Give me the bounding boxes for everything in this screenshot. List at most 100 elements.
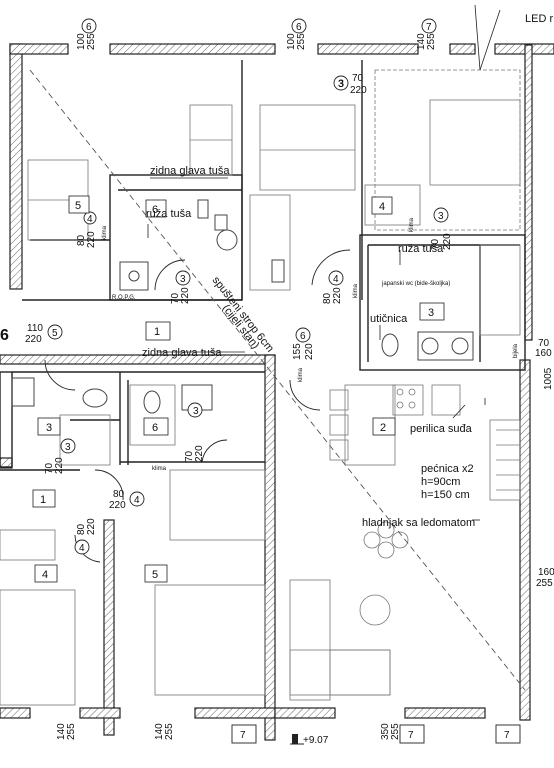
door-5-type: 5 xyxy=(52,328,58,339)
h90-label: h=90cm xyxy=(421,476,460,488)
door-3c-w: 70 xyxy=(430,238,441,250)
room-1-left: 1 xyxy=(40,494,46,506)
right-w: 160 xyxy=(538,567,554,578)
room-3-bath: 3 xyxy=(428,307,434,319)
door-4d-h: 220 xyxy=(86,518,97,535)
door-4a-h: 220 xyxy=(86,231,97,248)
room-6-top: 6 xyxy=(152,204,158,216)
opening-top2-height: 255 xyxy=(296,33,307,50)
door-70-h: 160 xyxy=(535,348,552,359)
d3-type: 3 xyxy=(338,79,344,90)
bottom-type-c: 7 xyxy=(408,730,414,741)
door-3e-type: 3 xyxy=(65,442,71,453)
opening-top2-width: 100 xyxy=(286,33,297,50)
door-4b-w: 80 xyxy=(322,292,333,304)
level-label: +9.07 xyxy=(303,735,329,746)
leaders xyxy=(147,4,501,521)
zidna-glava-label-2: zidna glava tuša xyxy=(142,347,222,359)
right-edge-num: 1005 xyxy=(543,367,554,390)
opening-top3-type: 7 xyxy=(426,22,432,33)
uticnica-label: utičnica xyxy=(370,313,408,325)
door-4c-w: 80 xyxy=(113,489,125,500)
bottom-door-boxes xyxy=(231,724,521,744)
room-5-left: 5 xyxy=(152,569,158,581)
door-4d-type: 4 xyxy=(79,543,85,554)
door-4a-w: 80 xyxy=(76,234,87,246)
room-6-bath: 6 xyxy=(152,422,158,434)
kitchen-counter xyxy=(496,429,520,491)
furniture xyxy=(0,69,521,706)
bot3-w: 350 xyxy=(380,723,391,740)
bijela-label: bijela xyxy=(513,343,519,358)
d3-h: 220 xyxy=(350,85,367,96)
room-3-top: 3 xyxy=(338,78,344,90)
door-3d-type: 3 xyxy=(193,406,199,417)
door-3d-h: 220 xyxy=(194,445,205,462)
zidna-glava-label-1: zidna glava tuša xyxy=(150,165,230,177)
door-6-w: 155 xyxy=(292,343,303,360)
door-4c-h: 220 xyxy=(109,500,126,511)
bot3-h: 255 xyxy=(390,723,401,740)
opening-top1-width: 100 xyxy=(76,33,87,50)
klima-1: klima xyxy=(102,225,108,240)
bathroom-fixtures xyxy=(11,199,474,414)
klima-3: klima xyxy=(353,283,359,298)
door-3c-h: 220 xyxy=(442,233,453,250)
door-3b-type: 3 xyxy=(180,274,186,285)
door-5-w: 110 xyxy=(27,323,43,334)
door-6-h: 220 xyxy=(304,343,315,360)
door-4b-type: 4 xyxy=(333,274,339,285)
door-3e-h: 220 xyxy=(54,457,65,474)
door-3b-h: 220 xyxy=(180,287,191,304)
opening-top1-height: 255 xyxy=(86,33,97,50)
d3-w: 70 xyxy=(352,73,364,84)
room-1-hall: 1 xyxy=(154,326,160,338)
room-number-boxes xyxy=(32,195,445,583)
top-right-note: LED r xyxy=(525,13,553,25)
klima-2: klima xyxy=(409,217,415,232)
spusteni-label: spušteni strop 6cm xyxy=(210,274,276,354)
door-4b-h: 220 xyxy=(332,287,343,304)
opening-top3-height: 255 xyxy=(426,33,437,50)
right-h: 255 xyxy=(536,578,553,589)
room-4-left: 4 xyxy=(42,569,48,581)
bot2-w: 140 xyxy=(154,723,165,740)
opening-top2-type: 6 xyxy=(296,22,302,33)
ceiling-diagonal xyxy=(29,69,526,691)
exterior-walls xyxy=(0,43,554,741)
opening-top3-width: 140 xyxy=(416,33,427,50)
perilica-label: perilica suđa xyxy=(410,423,473,435)
interior-walls xyxy=(0,60,526,471)
pecnica-label: pećnica x2 xyxy=(421,463,474,475)
bottom-type-b: 7 xyxy=(504,730,510,741)
ropg-label: R.O.P.G. xyxy=(112,295,136,301)
door-3d-w: 70 xyxy=(184,450,195,462)
klima-4: klima xyxy=(298,367,304,382)
room-5-top: 5 xyxy=(75,200,81,212)
door-4c-type: 4 xyxy=(134,495,140,506)
door-marker-circles xyxy=(47,18,449,555)
ruza-label-2: ruža tuša xyxy=(398,243,444,255)
klima-5: klima xyxy=(152,466,167,472)
door-70-w: 70 xyxy=(538,338,550,349)
room-3-left: 3 xyxy=(46,422,52,434)
door-6-type: 6 xyxy=(300,331,306,342)
bot1-w: 140 xyxy=(56,723,67,740)
bot2-h: 255 xyxy=(164,723,175,740)
opening-top1-type: 6 xyxy=(86,22,92,33)
door-3e-w: 70 xyxy=(44,462,55,474)
bottom-type-a: 7 xyxy=(240,730,246,741)
bot1-h: 255 xyxy=(66,723,77,740)
room-6-edge: 6 xyxy=(0,327,9,344)
door-4d-w: 80 xyxy=(76,523,87,535)
door-4a-type: 4 xyxy=(87,214,93,225)
level-marker xyxy=(290,734,304,745)
japanski-label: japanski wc (bide-školjka) xyxy=(381,281,450,287)
room-4-top: 4 xyxy=(379,201,385,213)
ruza-label-1: ruža tuša xyxy=(146,208,192,220)
door-3b-w: 70 xyxy=(170,292,181,304)
door-3c-type: 3 xyxy=(438,211,444,222)
room-2-living: 2 xyxy=(380,422,386,434)
h150-label: h=150 cm xyxy=(421,489,470,501)
